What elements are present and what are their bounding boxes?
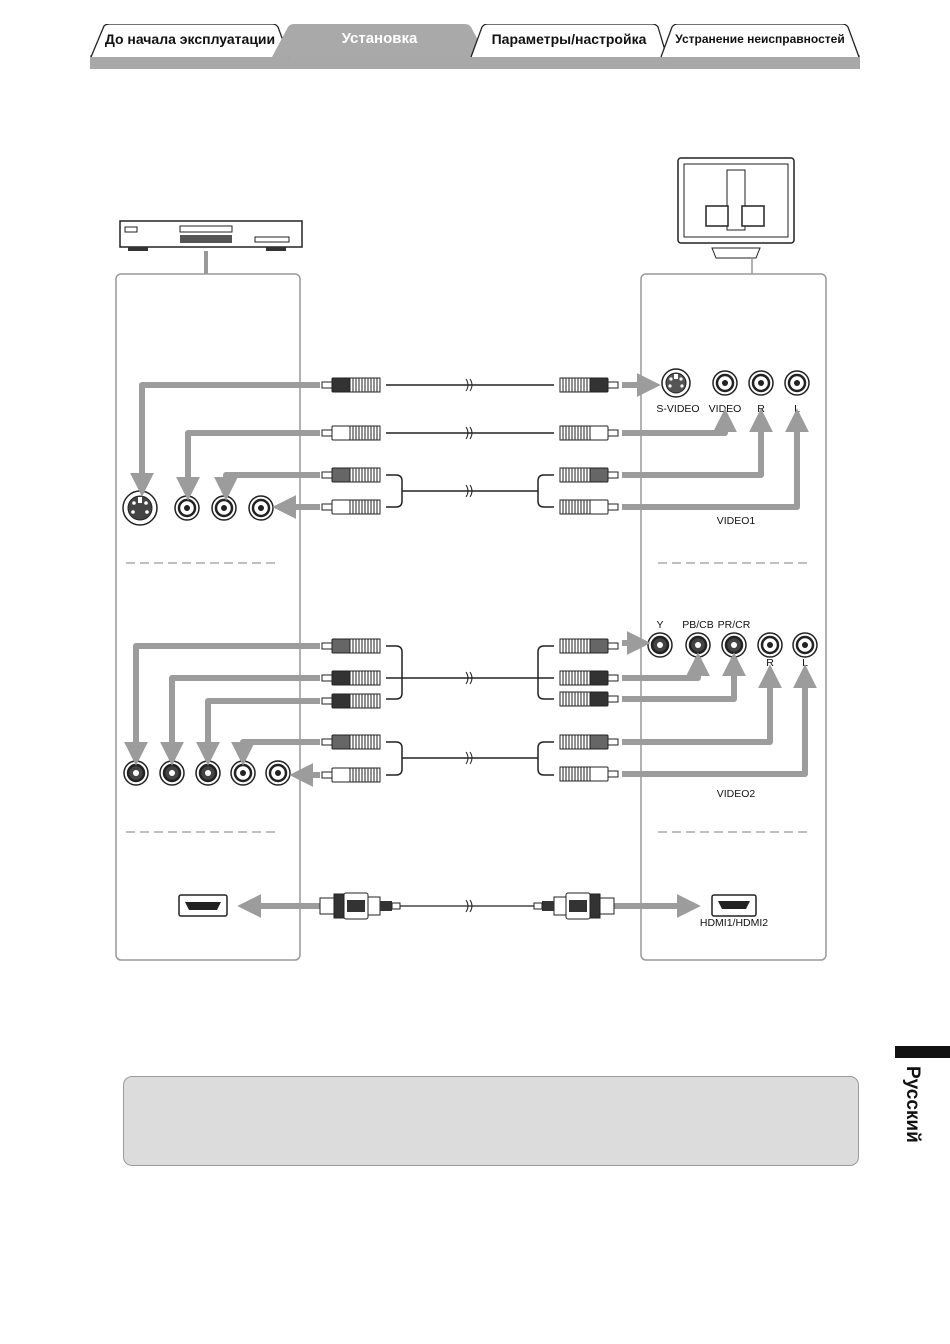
tab-troubleshooting[interactable]: Устранение неисправностей [660,24,860,58]
audio-plug-r [560,468,618,482]
tab-label: Устранение неисправностей [660,32,860,46]
language-tab[interactable]: Русский [893,1066,933,1146]
port-label-hdmi: HDMI1/HDMI2 [700,917,768,929]
source-video-port [175,496,199,520]
component-plug-pb [560,671,618,685]
source-y-port [124,761,148,785]
port-label-video: VIDEO [709,403,742,415]
source-audio-l-port [266,761,290,785]
language-tab-bar [895,1046,950,1058]
audio-r-port [749,371,773,395]
component-plug-pr [560,692,618,706]
source-pb-port [160,761,184,785]
port-label-r: R [766,657,774,669]
hdmi-plug [534,893,614,919]
dvd-player-icon [120,221,302,274]
source-audio-l-port [249,496,273,520]
port-label-l: L [794,403,800,415]
audio-r-port [758,633,782,657]
source-device-panel [116,274,300,960]
video-plug [560,426,618,440]
audio-plug-l [322,768,380,782]
pb-cb-port [686,633,710,657]
s-video-plug [322,378,380,392]
video-plug [322,426,380,440]
tab-before-use[interactable]: До начала эксплуатации [90,24,290,58]
component-plug-y [560,639,618,653]
monitor-hdmi-port [712,895,756,916]
y-port [648,633,672,657]
tab-label: Установка [272,30,487,47]
port-label-y: Y [656,619,663,631]
audio-plug-l [322,500,380,514]
tab-label: До начала эксплуатации [90,31,290,47]
port-label-pr-cr: PR/CR [718,619,751,631]
source-pr-port [196,761,220,785]
component-plug-y [322,639,380,653]
audio-plug-r [560,735,618,749]
source-s-video-port [123,491,157,525]
audio-plug-l [560,767,618,781]
audio-plug-l [560,500,618,514]
source-audio-r-port [212,496,236,520]
port-label-l: L [802,657,808,669]
port-label-r: R [757,403,765,415]
monitor-icon [678,158,794,274]
connection-diagram: S-VIDEO VIDEO R L VIDEO1 [0,140,950,980]
component-plug-pr [322,694,380,708]
tab-label: Параметры/настройка [470,31,668,47]
video2-cables [386,646,554,775]
component-plug-pb [322,671,380,685]
source-audio-r-port [231,761,255,785]
audio-l-port [793,633,817,657]
audio-plug-r [322,468,380,482]
video1-title: VIDEO1 [717,515,756,527]
video-rca-port [713,371,737,395]
language-label: Русский [901,1066,923,1143]
port-label-pb-cb: PB/CB [682,619,714,631]
video1-cables [386,385,554,507]
s-video-plug [560,378,618,392]
pr-cr-port [722,633,746,657]
audio-l-port [785,371,809,395]
audio-plug-r [322,735,380,749]
hdmi-plug [320,893,400,919]
video2-title: VIDEO2 [717,788,756,800]
source-hdmi-port [179,895,227,916]
s-video-port [662,369,690,397]
port-label-s-video: S-VIDEO [656,403,699,415]
tab-settings[interactable]: Параметры/настройка [470,24,668,58]
tab-installation[interactable]: Установка [272,24,487,58]
note-box [123,1076,859,1166]
